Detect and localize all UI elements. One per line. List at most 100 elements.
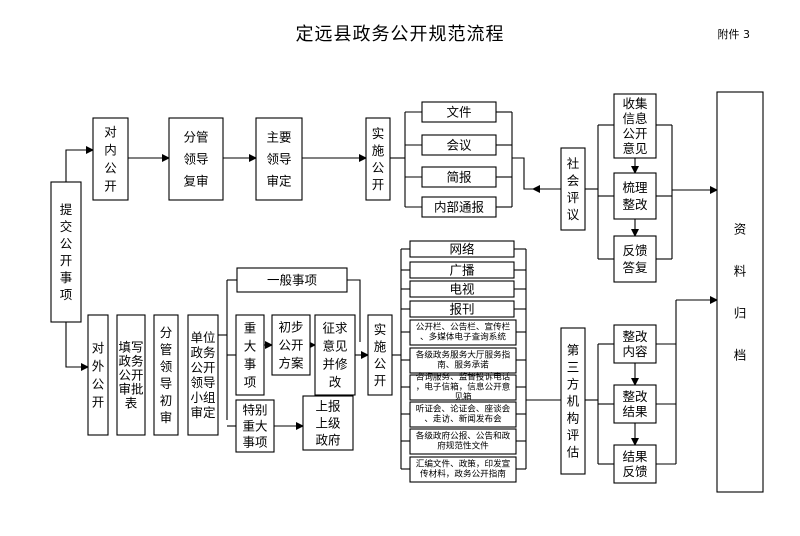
internal-review-box-label: 复审 <box>183 174 208 189</box>
unit-review-box-label: 小组 <box>190 390 215 405</box>
first-review-box-label: 管 <box>160 342 173 357</box>
fill-form-box-label: 政务 <box>118 354 143 369</box>
special-item-box-label: 事项 <box>242 435 267 450</box>
internal-box-label: 对 <box>104 125 117 140</box>
unit-review-box-label: 领导 <box>190 375 215 390</box>
internal-impl-box-label: 实 <box>372 126 385 141</box>
first-review-box-label: 审 <box>160 410 173 425</box>
report-gov-box-label: 上报 <box>315 399 341 414</box>
external-channel-7-label: 、走访、新闻发布会 <box>424 413 502 425</box>
external-channel-3: 报刊 <box>409 300 515 318</box>
first-review-box-label: 初 <box>160 393 173 408</box>
nodes: 提交公开事项对内公开分管领导复审主要领导审定实施公开文件会议简报内部通报社会评议… <box>50 91 764 493</box>
page-title: 定远县政务公开规范流程 <box>295 24 505 45</box>
rectify-content-box-label: 整改 <box>622 329 648 344</box>
to-external <box>65 322 89 371</box>
internal-decide-box-label: 主要 <box>266 130 291 145</box>
internal-impl-box-label: 施 <box>372 143 385 158</box>
internal-channel-3: 内部通报 <box>421 196 497 218</box>
external-impl-box-label: 实 <box>374 322 387 337</box>
external-impl-box-label: 施 <box>374 339 387 354</box>
external-channel-1: 广播 <box>409 261 515 279</box>
major-item-box-label: 项 <box>244 375 257 390</box>
sort-box-label: 梳理 <box>622 180 648 195</box>
external-channel-5-label: 南、服务承诺 <box>437 359 489 371</box>
external-channel-7: 听证会、论证会、座谈会、走访、新闻发布会 <box>409 401 517 428</box>
submit-box-label: 事 <box>60 270 73 285</box>
draft-plan-box-label: 方案 <box>278 356 304 371</box>
internal-channel-1-label: 会议 <box>446 138 472 153</box>
collect-box-label: 意见 <box>622 141 647 156</box>
external-channel-7-label: 听证会、论证会、座谈会 <box>416 403 511 415</box>
collect-box-label: 信息 <box>622 111 647 126</box>
third-party-box-label: 评 <box>567 428 580 443</box>
third-party-box-label: 第 <box>567 343 580 358</box>
external-channel-0-label: 网络 <box>449 242 475 257</box>
internal-impl-box-label: 开 <box>372 177 385 192</box>
internal-box-label: 开 <box>104 179 117 194</box>
fill-form-box-label: 公开 <box>118 368 143 383</box>
major-item-box-label: 事 <box>244 357 257 372</box>
archive-box-label: 料 <box>734 264 747 279</box>
solicit-box-label: 并修 <box>322 357 348 372</box>
external-channel-8-label: 各级政府公报、公告和政 <box>416 430 511 442</box>
internal-channel-0-label: 文件 <box>446 105 471 120</box>
internal-decide-box-label: 审定 <box>266 174 291 189</box>
connector <box>347 279 361 342</box>
third-party-box-label: 估 <box>567 445 580 460</box>
internal-review-box-label: 分管 <box>183 130 208 145</box>
internal-channel-3-label: 内部通报 <box>434 200 485 215</box>
rectify-result-box-label: 结果 <box>622 404 648 419</box>
external-channel-6-label: 咨询服务、监督投诉电话 <box>416 371 511 383</box>
external-channel-5-label: 各级政务服务大厅服务指 <box>416 349 511 361</box>
draft-plan-box-label: 初步 <box>278 320 303 335</box>
major-item-box-label: 大 <box>244 339 257 354</box>
unit-review-box-label: 政务 <box>190 345 215 360</box>
internal-channel-0: 文件 <box>421 101 497 123</box>
to-internal <box>65 146 94 182</box>
internal-decide-box-label: 领导 <box>266 152 291 167</box>
third-party-box-label: 三 <box>567 360 580 375</box>
external-channel-3-label: 报刊 <box>449 302 474 317</box>
external-box-label: 对 <box>92 341 105 356</box>
archive-box-label: 资 <box>734 222 747 237</box>
third-party-box-label: 方 <box>567 377 580 392</box>
report-gov-box-label: 政府 <box>315 433 340 448</box>
first-review-box-label: 领 <box>160 359 173 374</box>
fill-form-box-label: 审批 <box>118 382 143 397</box>
collect-box-label: 收集 <box>622 96 648 111</box>
internal-impl-box-label: 公 <box>372 160 385 175</box>
submit-box-label: 交 <box>60 219 73 234</box>
report-gov-box-label: 上级 <box>315 416 341 431</box>
connector <box>512 157 561 190</box>
external-channel-2-label: 电视 <box>449 282 475 297</box>
archive-box-label: 归 <box>734 306 747 321</box>
social-eval-box-label: 议 <box>567 207 580 222</box>
internal-channel-2: 简报 <box>421 166 497 188</box>
result-feedback-box-label: 结果 <box>622 449 648 464</box>
special-item-box-label: 重大 <box>242 419 267 434</box>
special-item-box-label: 特别 <box>242 403 267 418</box>
social-eval-box-label: 评 <box>567 190 580 205</box>
external-box-label: 外 <box>92 359 105 374</box>
result-feedback-box-label: 反馈 <box>622 464 647 479</box>
social-eval-box-label: 社 <box>567 156 580 171</box>
collect-box-label: 公开 <box>622 126 647 141</box>
external-box-label: 公 <box>92 377 105 392</box>
